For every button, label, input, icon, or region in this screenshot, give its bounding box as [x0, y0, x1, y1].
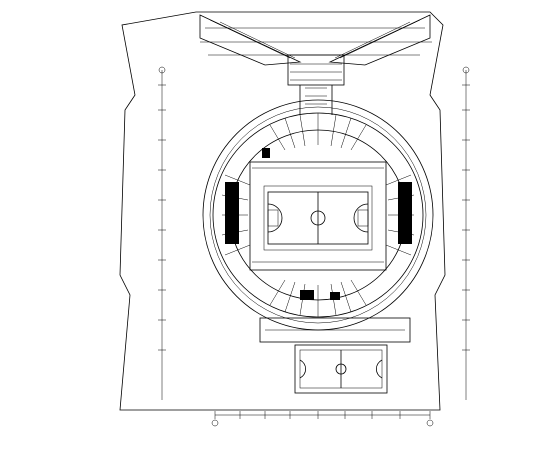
main-court	[249, 161, 387, 271]
seating-bowl	[212, 112, 424, 318]
roof-canopy	[199, 14, 431, 115]
axis-markers	[158, 66, 470, 427]
training-court	[259, 317, 411, 394]
building-outline	[119, 11, 446, 411]
dimension-lines	[158, 70, 470, 419]
